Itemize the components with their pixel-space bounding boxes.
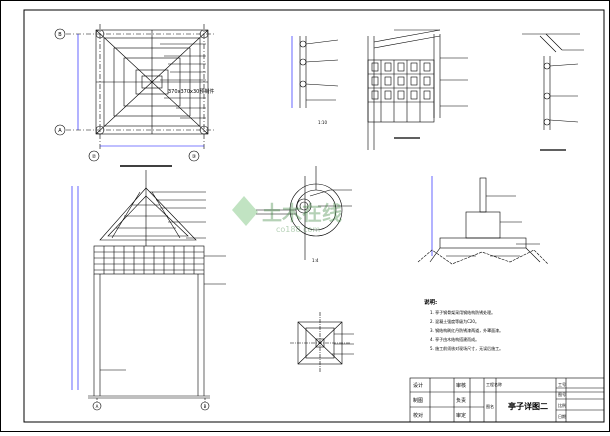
tb-draw-label: 制图 [413,397,423,404]
footing-detail [417,176,549,265]
eave-detail [522,33,584,151]
inner-border [23,9,605,423]
notes-heading: 说明: [424,298,437,306]
note-item: 4. 亭子由木结构搭建而成。 [430,336,479,342]
tb-right-row: 日期 [558,413,566,419]
tb-project-label: 工程名称 [486,381,502,387]
rafter-section [291,36,339,108]
axis-label-3: ③ [192,154,196,160]
axis-label-b: B [58,32,62,38]
note-item: 3. 钢结构刷红丹防锈漆两道，外罩面漆。 [430,327,503,333]
note-item: 2. 混凝土强度等级为C20。 [430,318,479,324]
watermark: 土木在线 co188.com [232,196,342,234]
tb-right-row: 图号 [558,391,566,397]
tb-right-row: 工号 [558,381,566,387]
axis-bubble-3 [188,150,200,162]
note-item: 5. 施工前须核对现场尺寸，无误后施工。 [430,345,503,351]
notes-block: 说明: 1. 亭子钢骨架采用钢结构防锈处理。 2. 混凝土强度等级为C20。 3… [424,298,503,351]
watermark-logo-icon [232,196,258,226]
base-plan [290,312,354,372]
tb-check-label: 校对 [413,412,423,419]
tb-drawing-name: 亭子详图二 [508,401,548,411]
column-section [256,166,352,260]
note-item: 1. 亭子钢骨架采用钢结构防锈处理。 [430,309,495,315]
tb-review-label: 审核 [456,382,466,389]
railing-elevation [367,29,468,150]
tb-charge-label: 负责 [456,397,466,404]
axis-bubble-a [54,124,66,136]
plan-label: 370x370x30预制件 [168,88,214,95]
tb-design-label: 设计 [413,382,423,389]
title-block [409,377,605,423]
pavilion-elevation [71,170,226,402]
column-scale-label: 1:4 [312,258,319,263]
axis-label-2: ② [92,154,97,160]
tb-approve-label: 审定 [456,412,466,419]
tb-right-row: 比例 [558,402,566,408]
axis-bubble-2 [88,150,100,162]
roof-plan [66,24,214,167]
axis-label-a: A [58,128,62,134]
scale-label: 1:10 [318,120,327,125]
axis-label-b-elev: B [204,404,207,409]
axis-bubble-b [54,28,66,40]
watermark-subtext: co188.com [276,225,320,234]
watermark-text: 土木在线 [262,201,342,225]
tb-name-label: 图名 [486,403,494,409]
axis-label-a-elev: A [96,404,99,409]
